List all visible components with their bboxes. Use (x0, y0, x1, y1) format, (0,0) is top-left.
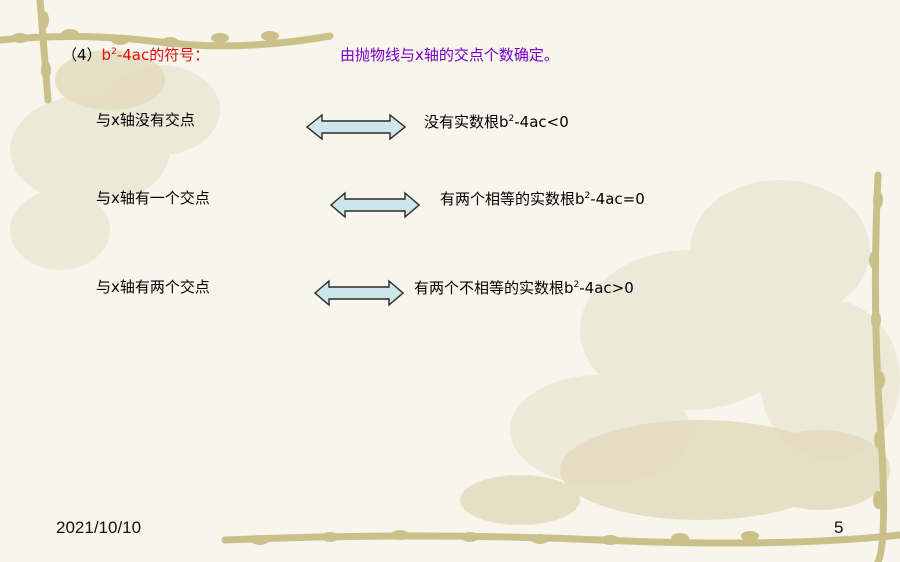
heading-note: 由抛物线与x轴的交点个数确定。 (340, 46, 559, 64)
heading-expression: b2-4ac (101, 46, 150, 64)
top-vine (0, 0, 334, 104)
footer-date: 2021/10/10 (56, 518, 142, 537)
row-1-left: 与x轴没有交点 (96, 111, 195, 129)
heading: （4）b2-4ac的符号： (62, 45, 209, 65)
double-arrow-icon (314, 279, 404, 307)
row-3-right: 有两个不相等的实数根b2-4ac>0 (414, 279, 634, 297)
heading-number: （4） (62, 46, 102, 64)
heading-suffix: 的符号： (149, 46, 210, 64)
double-arrow-icon (306, 113, 406, 141)
row-3-left: 与x轴有两个交点 (96, 278, 210, 296)
double-arrow-icon (330, 191, 420, 219)
page-number: 5 (834, 518, 844, 537)
row-2-right: 有两个相等的实数根b2-4ac=0 (440, 190, 645, 208)
row-2-left: 与x轴有一个交点 (96, 189, 210, 207)
row-1-right: 没有实数根b2-4ac<0 (424, 113, 569, 131)
